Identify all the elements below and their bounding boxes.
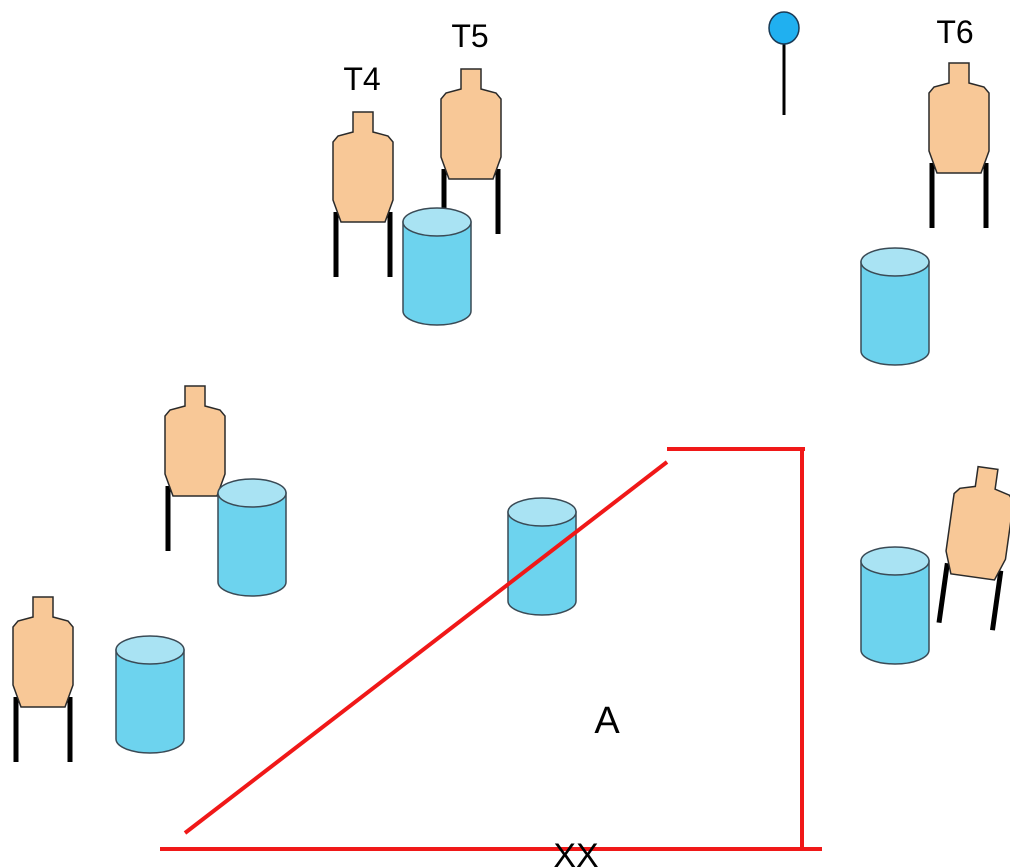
label-t5: T5 <box>451 18 488 54</box>
shooting-area-label: A <box>594 700 620 742</box>
fault-lines <box>160 447 822 851</box>
cardboard-target-icon <box>164 385 226 497</box>
target-left-middle <box>164 385 226 551</box>
barrel <box>860 247 930 366</box>
barrel-icon <box>402 221 472 326</box>
target-stand-leg <box>989 570 1004 631</box>
barrel-top <box>402 207 472 237</box>
barrel <box>860 546 930 665</box>
barrel <box>402 207 472 326</box>
cardboard-target-icon <box>440 68 502 180</box>
barrel-icon <box>860 261 930 366</box>
barrel-icon <box>217 492 287 597</box>
target-left-bottom <box>12 596 74 762</box>
cardboard-target-icon <box>945 465 1010 581</box>
target-t6 <box>928 62 990 228</box>
barrel-top <box>507 497 577 527</box>
barrel-top <box>860 247 930 277</box>
targets-layer <box>12 62 1010 762</box>
barrel <box>217 478 287 597</box>
barrel-icon <box>507 511 577 616</box>
target-right-edge <box>936 465 1010 631</box>
barrel-icon <box>860 560 930 665</box>
target-stand-leg <box>936 562 950 624</box>
barrel <box>115 635 185 754</box>
start-position-label: XX <box>553 837 598 867</box>
popper <box>768 11 800 115</box>
barrel <box>507 497 577 616</box>
barrel-top <box>860 546 930 576</box>
target-t4 <box>332 111 394 277</box>
fault-line-diagonal <box>183 460 669 835</box>
barrel-icon <box>115 649 185 754</box>
barrel-top <box>115 635 185 665</box>
cardboard-target-icon <box>332 111 394 223</box>
cardboard-target-icon <box>12 596 74 708</box>
label-t4: T4 <box>343 61 380 97</box>
label-t6: T6 <box>936 14 973 50</box>
popper-head-icon <box>768 11 800 45</box>
cardboard-target-icon <box>928 62 990 174</box>
barrels-layer <box>115 207 930 754</box>
barrel-top <box>217 478 287 508</box>
